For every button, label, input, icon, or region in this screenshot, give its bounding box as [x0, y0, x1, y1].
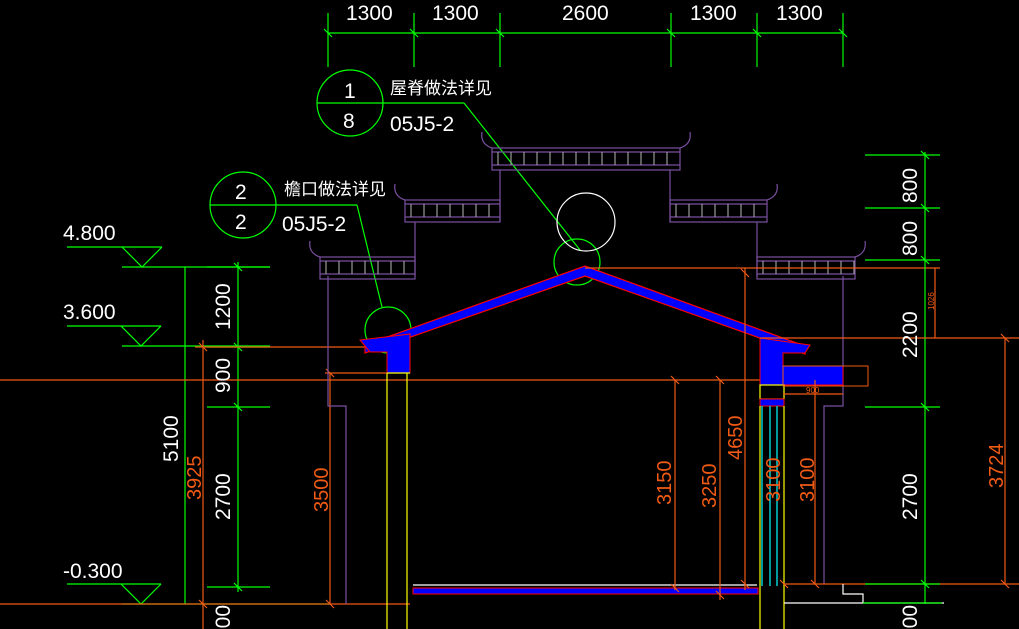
roof-ornament-left [481, 131, 493, 149]
dim-2700-left: 2700 [212, 473, 235, 520]
dim-tick [752, 28, 762, 38]
top-dim-2: 1300 [432, 2, 479, 25]
dim-tick [1000, 579, 1010, 589]
drawing-geometry [0, 13, 1019, 629]
dim-tick [325, 599, 335, 609]
dim-4650: 4650 [725, 416, 747, 461]
elevation-triangle [120, 583, 162, 605]
dim-tick [810, 579, 820, 589]
dim-tick [233, 582, 243, 592]
callout-2-ref: 05J5-2 [282, 213, 346, 236]
left-gable-outline [327, 276, 347, 604]
dim-2700-right: 2700 [899, 473, 922, 520]
lintel [759, 384, 785, 400]
roof-ornament-right [854, 240, 866, 258]
dim-tick [666, 28, 676, 38]
elevation-minus-0300: -0.300 [63, 560, 123, 583]
roof-ornament-right [766, 183, 778, 201]
callout-1-sheet: 8 [343, 110, 355, 133]
dim-tick [495, 28, 505, 38]
callout-2-note: 檐口做法详见 [284, 180, 386, 199]
dim-tick [715, 590, 725, 600]
dim-tick [670, 375, 680, 385]
top-dim-3: 2600 [562, 2, 609, 25]
dim-300-left-partial: 300 [212, 605, 235, 629]
dim-tick [409, 28, 419, 38]
ridge-detail-circle [553, 238, 601, 286]
dim-3724: 3724 [986, 444, 1008, 489]
callout-2-sheet: 2 [235, 211, 247, 234]
elevation-3600: 3.600 [63, 301, 116, 324]
dim-800-top: 800 [899, 168, 922, 203]
dim-3925: 3925 [184, 456, 206, 501]
dim-tick [920, 402, 930, 412]
dim-tick [670, 583, 680, 593]
dim-tick [740, 268, 750, 278]
elevation-4800: 4.800 [63, 222, 116, 245]
dim-tick [740, 579, 750, 589]
dim-900: 900 [212, 358, 235, 393]
elevation-triangle [121, 246, 163, 268]
right-gable-outline [823, 276, 844, 584]
ridge-ornament-circle [556, 192, 616, 252]
dim-tick [233, 262, 243, 272]
roof-ornament-left [309, 240, 321, 258]
dim-2200: 2200 [899, 311, 922, 358]
dim-5100: 5100 [160, 415, 183, 462]
eave-dim-box [782, 365, 869, 387]
dim-tick [198, 342, 208, 352]
dim-tick [325, 368, 335, 378]
floor-slab [412, 587, 759, 595]
callout-1-number: 1 [344, 80, 356, 103]
tile-roof-tier [491, 147, 681, 171]
roof-ornament-left [394, 183, 406, 201]
roof-ornament-right [679, 131, 691, 149]
tile-roof-tier [404, 199, 501, 223]
callout-1-leader [463, 102, 581, 251]
callout-2-number: 2 [235, 181, 247, 204]
step-outline [842, 584, 864, 603]
callout-1-note: 屋脊做法详见 [390, 79, 492, 98]
dim-tick [323, 28, 333, 38]
dim-tick [920, 150, 930, 160]
left-eave-section [359, 333, 411, 374]
dim-tick [233, 402, 243, 412]
dim-tick [198, 599, 208, 609]
tile-roof-tier [669, 199, 768, 223]
dim-900-eave: 900 [806, 386, 820, 395]
top-dim-5: 1300 [776, 2, 823, 25]
dim-tick [779, 579, 789, 589]
lintel-beam [759, 398, 785, 407]
top-dim-4: 1300 [690, 2, 737, 25]
tile-roof-tier [319, 256, 416, 280]
dim-3150: 3150 [654, 461, 676, 506]
roof-slab [364, 265, 806, 355]
dim-tick [838, 28, 848, 38]
dim-tick [1000, 333, 1010, 343]
dim-1026: 1026 [927, 292, 936, 310]
dim-tick [920, 579, 930, 589]
callout-1-ref: 05J5-2 [390, 113, 454, 136]
dim-tick [920, 203, 930, 213]
right-eave-section [759, 337, 844, 386]
elevation-triangle [120, 325, 162, 347]
dim-3100-glass: 3100 [763, 458, 785, 503]
dim-3100-right: 3100 [797, 458, 819, 503]
top-dim-1: 1300 [346, 2, 393, 25]
callout-2-leader [356, 204, 383, 308]
dim-tick [715, 375, 725, 385]
dim-tick [920, 255, 930, 265]
dim-3250: 3250 [699, 464, 721, 509]
dim-300-right-partial: 300 [899, 605, 922, 629]
dim-800-mid: 800 [899, 221, 922, 256]
dim-1200: 1200 [212, 283, 235, 330]
dim-3500: 3500 [311, 468, 333, 513]
